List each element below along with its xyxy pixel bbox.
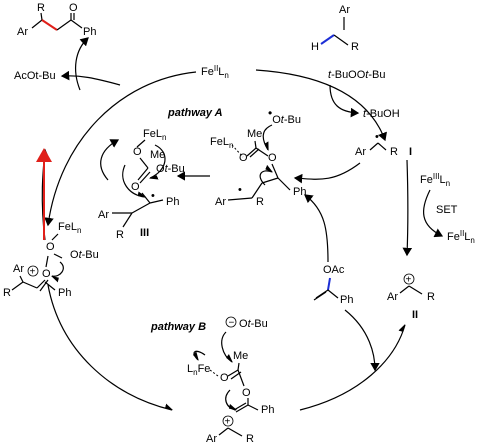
enol-oac: OAc (323, 264, 345, 276)
iii-me: Me (150, 149, 165, 161)
ar-a-label: Ar (215, 196, 226, 208)
iii-o2: O (131, 181, 140, 193)
o-a2-label: O (239, 152, 248, 164)
tbuoh-label: t-BuOH (363, 108, 400, 120)
svg-text:+: + (30, 267, 36, 278)
arrow-to-tbuoh (329, 84, 360, 118)
svg-text:•: • (375, 131, 379, 143)
acotbu-label: AcOt-Bu (14, 70, 56, 82)
substrate-h: H (311, 41, 319, 53)
left-r: R (3, 287, 11, 299)
intermediate-iii: FeLn Me Ot-Bu O O Ph Ar R III • (98, 128, 185, 241)
me-a-label: Me (247, 128, 262, 140)
iii-ph: Ph (166, 196, 179, 208)
fe2-top-label: FeIILn (201, 64, 229, 80)
product-o: O (69, 2, 78, 14)
arrow-radical-to-a (293, 162, 361, 184)
b-o2: O (242, 387, 251, 399)
radical-i: Ar R I • (355, 131, 412, 158)
svg-text:•: • (238, 184, 242, 196)
substrate-ar: Ar (339, 4, 350, 16)
svg-text:•: • (151, 190, 155, 202)
pathway-a-complex: •Ot-Bu FeLn Me O O Ph Ar R • (210, 106, 306, 208)
substrate-r: R (351, 41, 359, 53)
b-otbu: Ot-Bu (239, 318, 268, 330)
iii-r: R (116, 229, 124, 241)
iii-feln: FeLn (143, 128, 166, 142)
label-ii: II (412, 309, 418, 321)
otbu-radical-label: •Ot-Bu (268, 106, 301, 126)
cation-ii: + Ar R II (387, 273, 435, 321)
left-otbu: Ot-Bu (70, 249, 99, 261)
iii-o1: O (133, 146, 142, 158)
iii-ar: Ar (98, 209, 109, 221)
cation-ar: Ar (387, 291, 398, 303)
pathway-b-complex: − Ot-Bu LnFe Me O O Ph (187, 316, 274, 416)
cycle-arc-bottom-left (47, 284, 174, 411)
left-o1: O (46, 241, 55, 253)
product-ar: Ar (17, 26, 28, 38)
ph-a-label: Ph (293, 186, 306, 198)
svg-text:+: + (225, 417, 231, 428)
enol-acetate: OAc Ph (313, 264, 353, 306)
iii-otbu: Ot-Bu (156, 163, 185, 175)
product-ketone: Ar R O Ph (17, 2, 96, 38)
label-i: I (409, 146, 412, 158)
left-intermediate: FeLn Ot-Bu O O + Ar R Ph (3, 221, 99, 299)
left-o2: O (42, 268, 51, 280)
b-r: R (246, 433, 254, 445)
bottom-cation: Ar R + (206, 415, 254, 445)
cycle-arc-bottom-right (299, 323, 406, 411)
o-a-label: O (268, 152, 277, 164)
b-lnfe: LnFe (187, 363, 210, 377)
svg-text:+: + (406, 275, 412, 286)
set-label: SET (436, 204, 458, 216)
arrow-enol-to-a (304, 194, 329, 263)
b-me: Me (233, 350, 248, 362)
product-r: R (37, 2, 45, 14)
cycle-arc-right (255, 69, 387, 142)
b-ph: Ph (261, 404, 274, 416)
tbuootbu-label: t-BuOOt-Bu (328, 69, 385, 81)
arrow-to-product-top (74, 37, 89, 91)
b-ar: Ar (206, 433, 217, 445)
svg-text:−: − (229, 318, 235, 329)
radical-ar: Ar (355, 146, 366, 158)
cation-r: R (427, 291, 435, 303)
cycle-arc-to-cation (402, 159, 413, 257)
arrow-enol-to-b (344, 309, 380, 372)
left-feln: FeLn (58, 221, 81, 235)
radical-r: R (390, 146, 398, 158)
pathway-b-label: pathway B (150, 321, 206, 333)
arrow-iii-to-cycle (100, 139, 120, 181)
enol-ph: Ph (340, 294, 353, 306)
arrow-to-acotbu (60, 70, 121, 86)
fe2-set-label: FeIILn (447, 229, 475, 245)
r-a-label: R (256, 196, 264, 208)
fe-ln-a-label: FeLn (210, 136, 233, 150)
fe3-set-label: FeIIILn (420, 172, 450, 188)
left-ar: Ar (13, 263, 24, 275)
label-iii: III (140, 227, 149, 239)
substrate: Ar H R (311, 4, 359, 53)
cycle-arc-top (44, 71, 197, 227)
left-ph: Ph (58, 287, 71, 299)
b-o1: O (220, 372, 229, 384)
pathway-a-label: pathway A (167, 107, 223, 119)
product-ph: Ph (83, 26, 96, 38)
